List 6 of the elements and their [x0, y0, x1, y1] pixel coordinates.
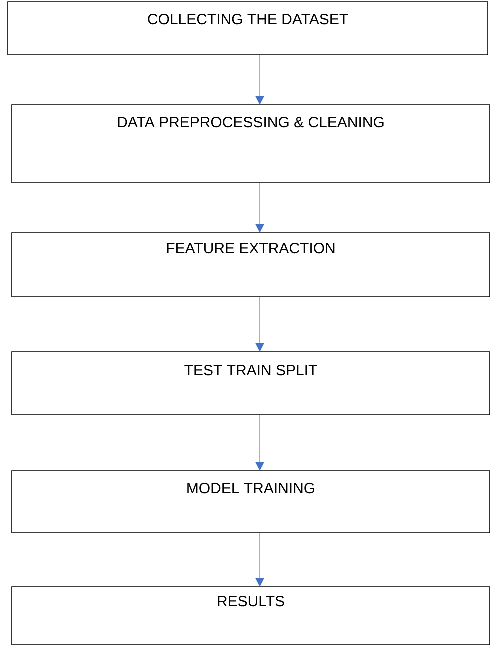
process-box: FEATURE EXTRACTION	[12, 232, 490, 298]
process-box: RESULTS	[12, 586, 490, 646]
process-box: MODEL TRAINING	[12, 470, 490, 534]
process-box: TEST TRAIN SPLIT	[12, 352, 490, 416]
process-box: COLLECTING THE DATASET	[8, 2, 488, 56]
process-box: DATA PREPROCESSING & CLEANING	[12, 104, 490, 184]
